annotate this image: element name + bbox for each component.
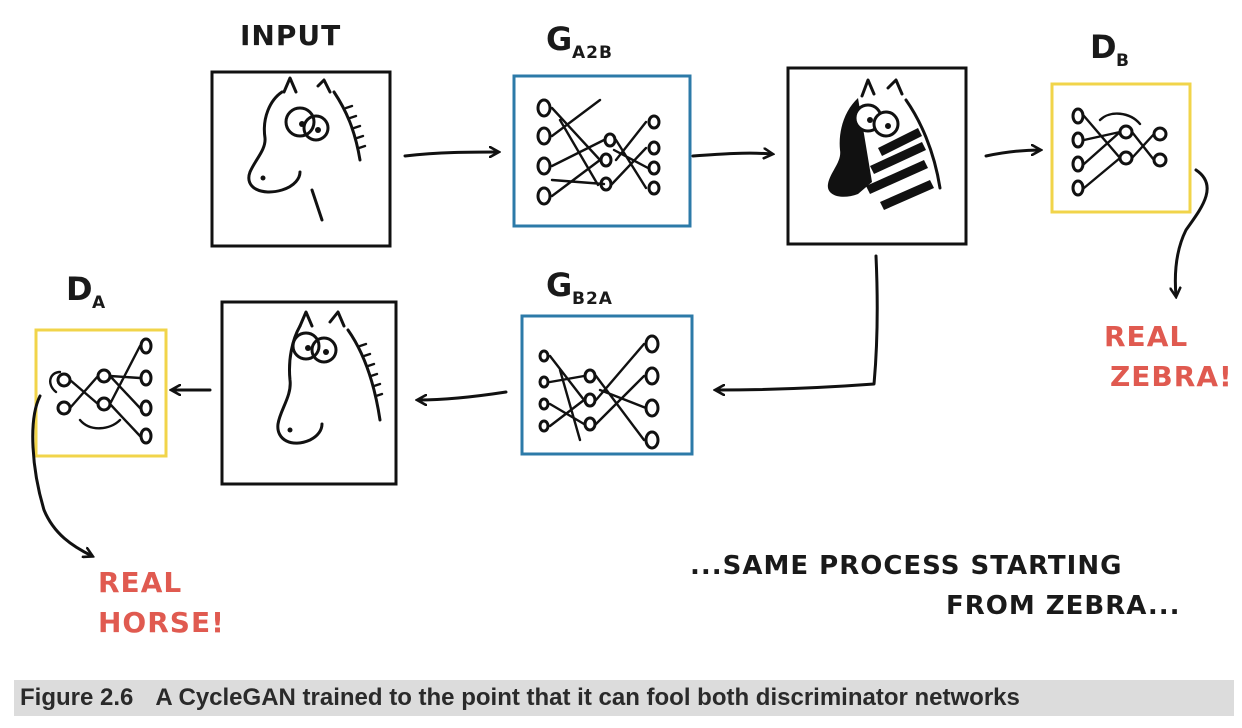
process-note-line1: ...SAME PROCESS STARTING	[690, 551, 1122, 581]
g-b2a-network-icon	[538, 334, 660, 450]
arrow-input-to-ga2b	[403, 152, 498, 156]
d-a-label-main: D	[66, 270, 94, 308]
generated-zebra-box	[786, 66, 968, 246]
reconstructed-horse-sketch-icon	[276, 310, 384, 445]
zebra-sketch-icon	[827, 78, 942, 210]
real-horse-line2: HORSE!	[98, 606, 225, 639]
g-a2b-label-sub: A2B	[572, 43, 613, 63]
input-box-frame	[210, 70, 392, 248]
process-note: ...SAME PROCESS STARTING FROM ZEBRA...	[690, 551, 1181, 621]
arrow-db-to-verdict	[1175, 168, 1209, 296]
zebra-box-frame	[786, 66, 968, 246]
d-a-label-sub: A	[92, 293, 106, 313]
d-a-network-box	[34, 328, 168, 458]
g-b2a-network-box	[520, 314, 694, 456]
arrow-zebra-to-db	[984, 150, 1040, 158]
reconstructed-horse-box	[220, 300, 398, 486]
real-horse-verdict: REAL HORSE!	[98, 566, 225, 639]
d-b-network-icon	[1071, 107, 1168, 197]
real-zebra-line2: ZEBRA!	[1110, 360, 1233, 393]
real-zebra-verdict: REAL ZEBRA!	[1104, 320, 1233, 393]
g-b2a-frame	[520, 314, 694, 456]
figure-caption: Figure 2.6 A CycleGAN trained to the poi…	[14, 680, 1234, 716]
g-b2a-label-sub: B2A	[572, 289, 613, 309]
horse-sketch-icon	[247, 76, 367, 222]
reconstructed-horse-frame	[220, 300, 398, 486]
d-b-label: D B	[1090, 28, 1130, 71]
figure-caption-text: A CycleGAN trained to the point that it …	[155, 684, 1020, 711]
d-b-label-sub: B	[1116, 51, 1130, 71]
d-b-frame	[1050, 82, 1192, 214]
g-a2b-network-icon	[536, 98, 661, 206]
real-horse-line1: REAL	[98, 566, 182, 599]
figure-number: Figure 2.6	[20, 684, 134, 711]
arrow-ga2b-to-zebra	[691, 153, 772, 156]
g-a2b-label-main: G	[546, 20, 573, 58]
arrow-da-to-verdict	[31, 394, 92, 556]
d-b-label-main: D	[1090, 28, 1118, 66]
arrow-gb2a-to-horse	[418, 390, 508, 400]
g-a2b-label: G A2B	[546, 20, 613, 63]
d-a-network-icon	[49, 337, 153, 445]
d-b-network-box	[1050, 82, 1192, 214]
arrow-zebra-to-gb2a	[716, 254, 879, 390]
process-note-line2: FROM ZEBRA...	[946, 591, 1181, 621]
g-b2a-label-main: G	[546, 266, 573, 304]
g-b2a-label: G B2A	[546, 266, 613, 309]
input-horse-box	[210, 70, 392, 248]
real-zebra-line1: REAL	[1104, 320, 1188, 353]
d-a-label: D A	[66, 270, 106, 313]
g-a2b-network-box	[512, 74, 692, 228]
input-label: INPUT	[240, 19, 341, 52]
